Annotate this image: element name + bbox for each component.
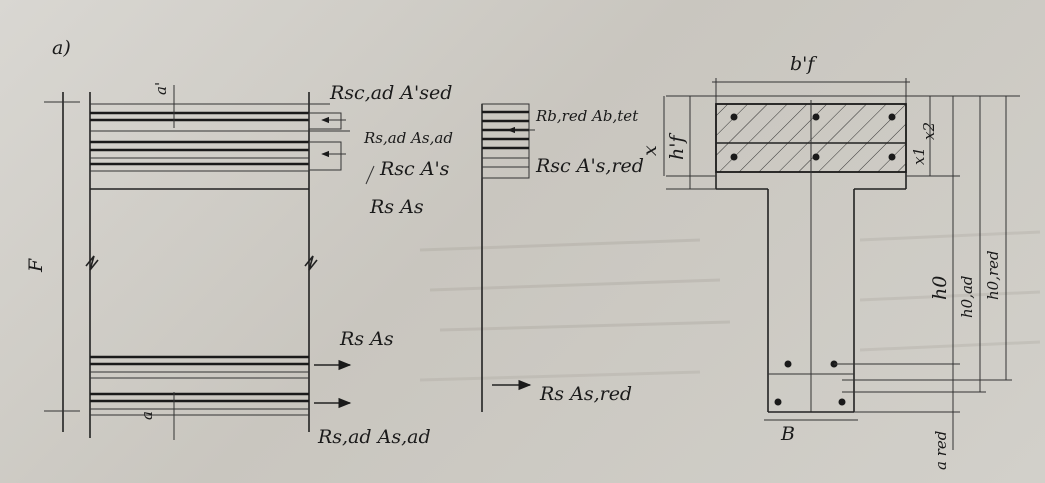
label-rb-red: Rb,red Ab,tet xyxy=(535,107,639,125)
label-rsc-ad: Rsc,ad A'sed xyxy=(329,82,452,104)
label-h0-red: h0,red xyxy=(984,250,1002,300)
label-h0: h0 xyxy=(929,276,951,300)
bleed-through-text xyxy=(419,230,1041,382)
label-h-f: h'f xyxy=(666,133,688,160)
label-rs-ad-top: Rs,ad As,ad xyxy=(363,129,453,147)
label-x1: x1 xyxy=(910,147,928,165)
label-rsc: Rsc A's xyxy=(379,158,450,180)
label-h0-ad: h0,ad xyxy=(958,275,976,318)
t-section-diagram xyxy=(663,78,1020,450)
label-b: B xyxy=(780,423,795,445)
label-rs-ad-bottom: Rs,ad As,ad xyxy=(317,426,431,448)
label-a-red: a red xyxy=(932,431,950,470)
label-a: a xyxy=(138,411,156,420)
label-x: x xyxy=(639,145,661,156)
label-rs-red: Rs As,red xyxy=(539,383,632,405)
label-rs-top: Rs As xyxy=(369,196,424,218)
label-a-prime: a' xyxy=(152,82,170,95)
label-b-f: b'f xyxy=(790,53,817,75)
label-rsc-red: Rsc A's,red xyxy=(535,155,644,177)
middle-stress-diagram xyxy=(481,103,535,412)
label-x2: x2 xyxy=(920,122,938,140)
label-f: F xyxy=(25,258,47,273)
panel-label: a) xyxy=(52,37,71,59)
label-rs-bottom: Rs As xyxy=(339,328,394,350)
left-section-diagram xyxy=(44,85,375,440)
